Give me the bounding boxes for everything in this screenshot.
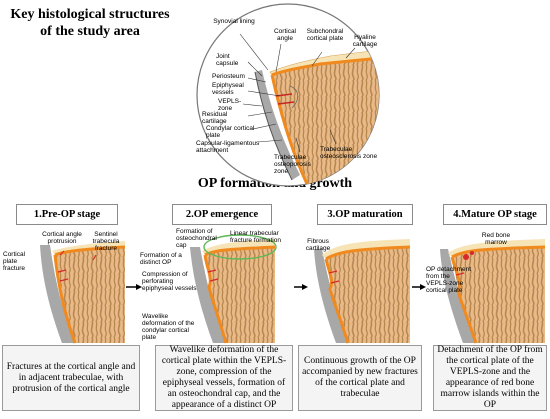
label-detachment: OP detachment from the VEPLS-zone cortic…: [426, 266, 472, 294]
label-sentinel: Sentinel trabecula fracture: [92, 231, 120, 252]
label-epiphyseal-vessels: Epiphyseal vessels: [212, 82, 244, 96]
label-osteochondral-cap: Formation of osteochondral cap: [176, 228, 217, 249]
label-synovial-lining: Synovial lining: [213, 18, 255, 25]
main-title: Key histological structures of the study…: [10, 7, 170, 39]
stage-1-drawing: [40, 241, 126, 344]
label-wavelike: Wavelike deformation of the condylar cor…: [142, 313, 195, 341]
label-vepls-zone: VEPLS-zone: [218, 98, 242, 112]
capsule-shape: [255, 70, 300, 180]
stage-1-header: 1.Pre-OP stage: [16, 204, 118, 225]
study-area-diagram: [196, 3, 380, 187]
label-subchondral-plate: Subchondral cortical plate: [306, 28, 344, 42]
label-angle-protrusion: Cortical angle protrusion: [42, 231, 82, 245]
stage-1-caption: Fractures at the cortical angle and in a…: [2, 345, 140, 411]
bone-body: [272, 58, 379, 186]
label-trab-osteoporosis: Trabeculae osteoporosis zone: [274, 154, 311, 175]
label-plate-fracture: Cortical plate fracture: [3, 251, 26, 272]
label-cortical-angle: Cortical angle: [273, 28, 297, 42]
stage-2-caption: Wavelike deformation of the cortical pla…: [155, 345, 293, 411]
arrow-3-icon: [420, 284, 426, 290]
label-periosteum: Periosteum: [212, 73, 245, 80]
stage-3-header: 3.OP maturation: [317, 204, 413, 225]
label-fibrous: Fibrous cartilage: [305, 238, 331, 252]
label-trab-osteosclerosis: Trabeculae osteosclerosis zone: [320, 146, 378, 160]
stage-4-drawing: [440, 239, 546, 344]
label-linear-fracture: Linear trabecular fracture formation: [230, 230, 281, 244]
arrow-2-icon: [302, 284, 308, 290]
marrow-island: [463, 254, 469, 260]
arrow-1-icon: [136, 284, 142, 290]
label-distinct-op: Formation of a distinct OP: [140, 252, 182, 266]
stage-3-drawing: [314, 239, 411, 344]
stage-4-caption: Detachment of the OP from the cortical p…: [433, 345, 547, 411]
label-capsular-attachment: Capsular-ligamentous attachment: [196, 140, 260, 154]
label-hyaline-cartilage: Hyaline cartilage: [352, 34, 378, 48]
stage-2-drawing: [190, 234, 277, 344]
label-condylar-plate: Condylar cortical plate: [206, 125, 255, 139]
stages-illustration: [40, 234, 546, 344]
stage-2-header: 2.OP emergence: [172, 204, 272, 225]
cortical-plate: [271, 56, 379, 77]
label-residual-cartilage: Residual cartilage: [202, 111, 228, 125]
stage-3-caption: Continuous growth of the OP accompanied …: [298, 345, 422, 411]
label-joint-capsule: Joint capsule: [216, 53, 239, 67]
cap-highlight: [203, 234, 277, 260]
stage-4-header: 4.Mature OP stage: [443, 204, 547, 225]
label-compression: Compression of perforating epiphyseal ve…: [142, 271, 197, 292]
label-red-marrow: Red bone marrow: [481, 232, 511, 246]
